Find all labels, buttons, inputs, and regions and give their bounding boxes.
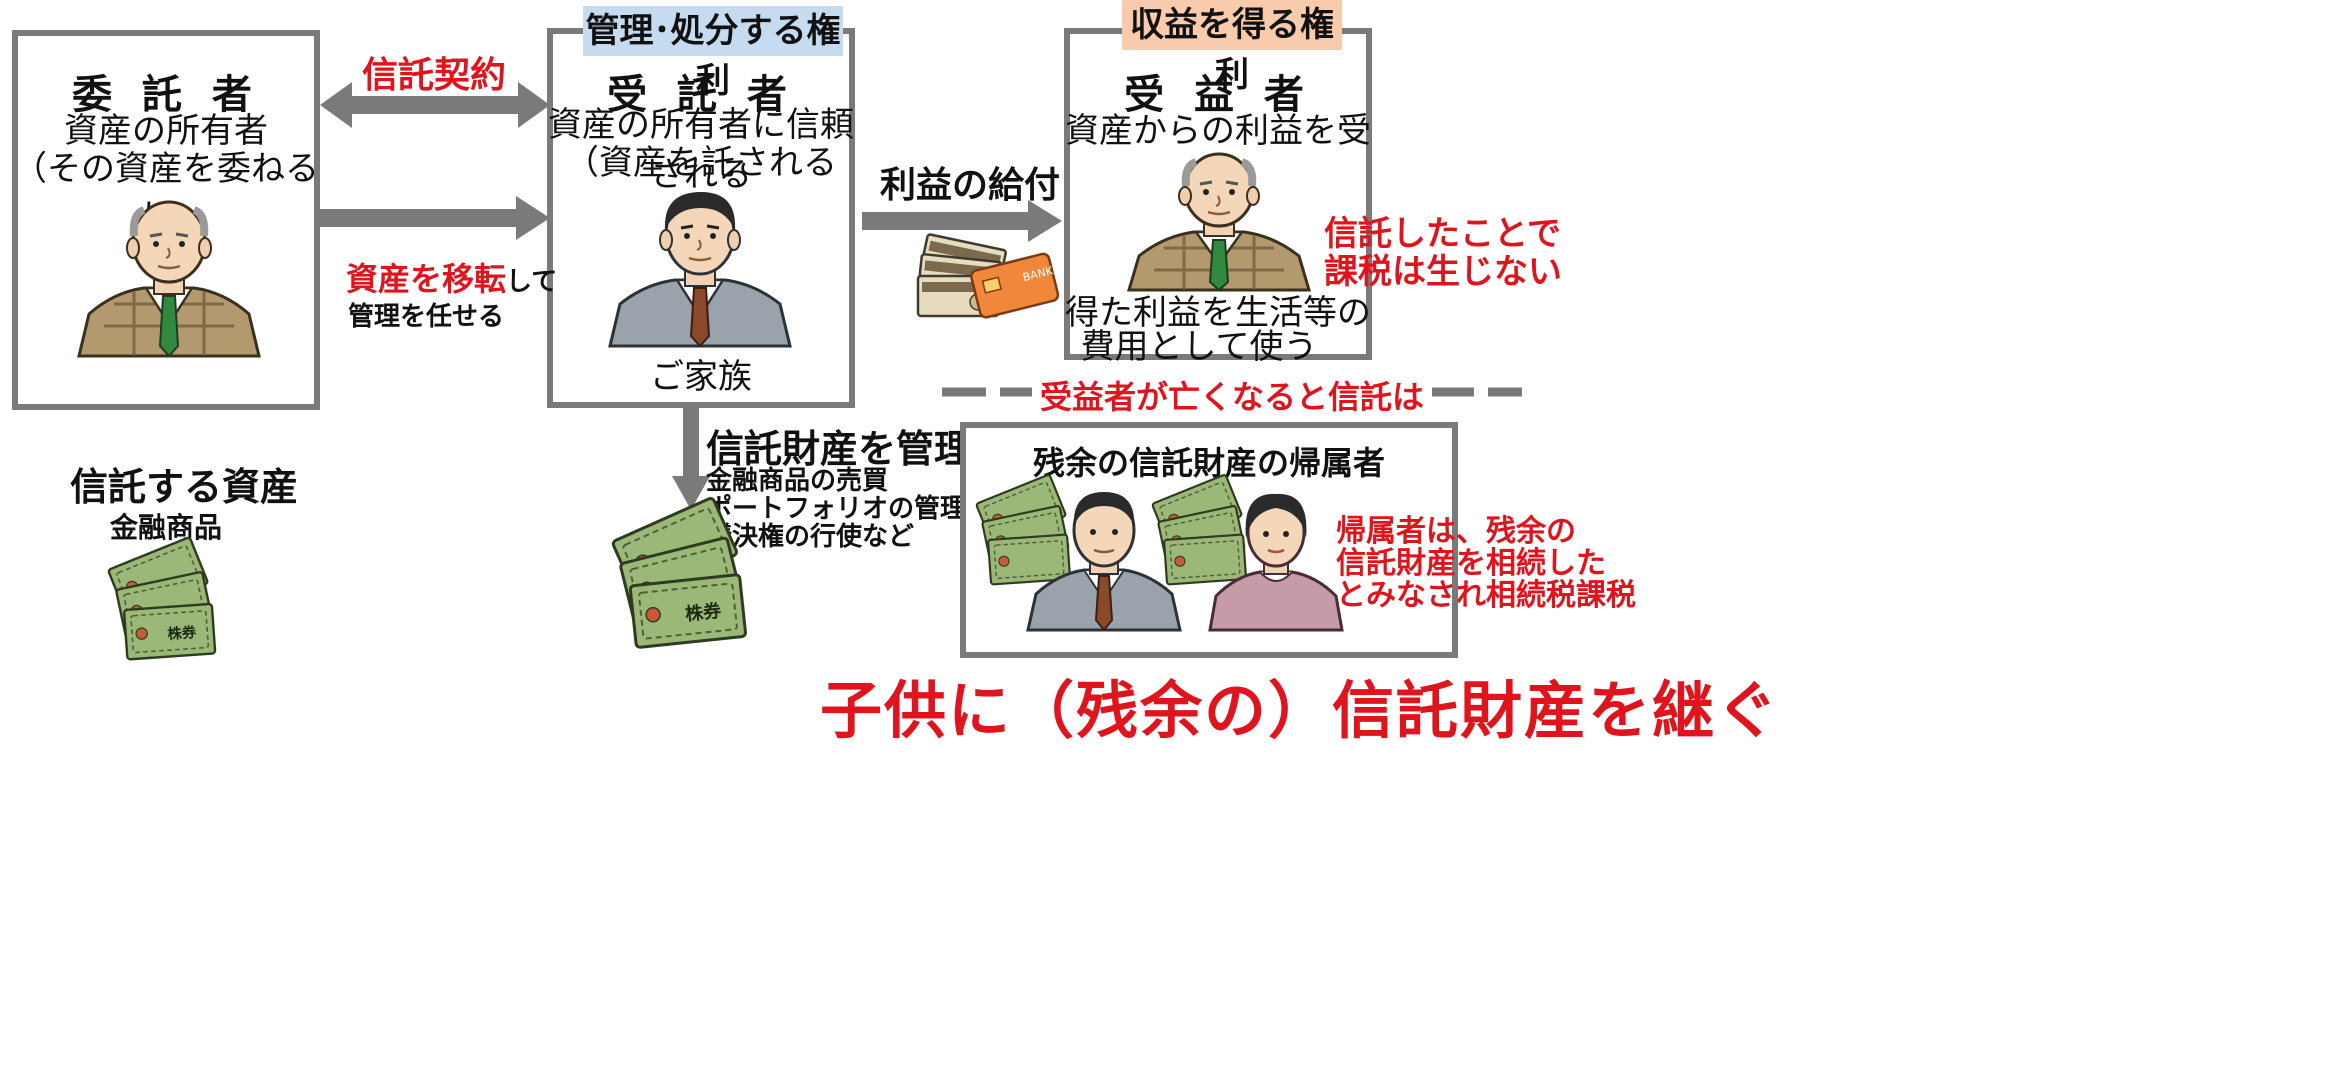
asset-transfer-arrow: [320, 196, 550, 240]
management-item-portfolio: ポートフォリオの管理: [706, 494, 967, 524]
managed-securities-icon: 株券: [610, 495, 748, 650]
heir-daughter-illustration: [1208, 493, 1344, 632]
heir-son-illustration: [1026, 492, 1182, 632]
trust-asset-securities-icon: 株券: [106, 535, 217, 661]
beneficiary-description-2: 得た利益を生活等の: [1065, 293, 1371, 333]
trustee-description-1: 資産の所有者に信頼される: [548, 105, 854, 195]
asset-transfer-label: 資産を移転して: [346, 254, 557, 300]
trust-contract-label: 信託契約: [362, 55, 507, 96]
settlor-description-1: 資産の所有者: [64, 111, 268, 151]
trust-asset-subtitle: 金融商品: [110, 511, 223, 544]
bill-label: 株券: [167, 623, 198, 643]
beneficiary-description-3: 費用として使う: [1080, 327, 1318, 367]
asset-transfer-sublabel: 管理を任せる: [348, 302, 505, 332]
beneficiary-illustration: [1126, 152, 1312, 292]
trustee-title: 受 託 者: [607, 72, 795, 118]
trust-end-separator: [942, 387, 1522, 397]
settlor-title: 委 託 者: [72, 72, 260, 118]
residual-note-line3: とみなされ相続税課税: [1336, 578, 1636, 613]
asset-transfer-emphasis: 資産を移転: [346, 260, 507, 298]
no-tax-note-line2: 課税は生じない: [1324, 252, 1562, 292]
asset-transfer-suffix: して: [506, 267, 558, 297]
management-item-trading: 金融商品の売買: [706, 466, 889, 496]
residual-beneficiary-title: 残余の信託財産の帰属者: [1032, 444, 1385, 482]
residual-note-line1: 帰属者は、残余の: [1336, 514, 1576, 549]
trust-management-title: 信託財産を管理: [706, 427, 973, 471]
settlor-illustration: [77, 200, 261, 358]
trustee-illustration: [608, 192, 792, 348]
trust-asset-title: 信託する資産: [70, 465, 299, 509]
benefit-payment-label: 利益の給付: [880, 165, 1061, 206]
bill-label: 株券: [684, 600, 723, 626]
beneficiary-rights-tag: 収益を得る権利: [1122, 0, 1342, 95]
beneficiary-title: 受 益 者: [1124, 72, 1312, 118]
trustee-rights-tag: 管理･処分する権利: [583, 6, 843, 101]
bottom-banner: 子供に（残余の）信託財産を継ぐ: [820, 674, 1781, 747]
residual-note-line2: 信託財産を相続した: [1336, 546, 1606, 581]
trustee-name: ご家族: [650, 357, 752, 397]
manage-down-arrow: [672, 408, 710, 510]
management-item-voting: 議決権の行使など: [706, 522, 915, 552]
no-tax-note-line1: 信託したことで: [1324, 214, 1561, 254]
cash-and-card-icon: BANK: [916, 232, 1060, 319]
benefit-payment-arrow: [862, 200, 1062, 242]
trust-contract-arrow: [320, 82, 550, 128]
